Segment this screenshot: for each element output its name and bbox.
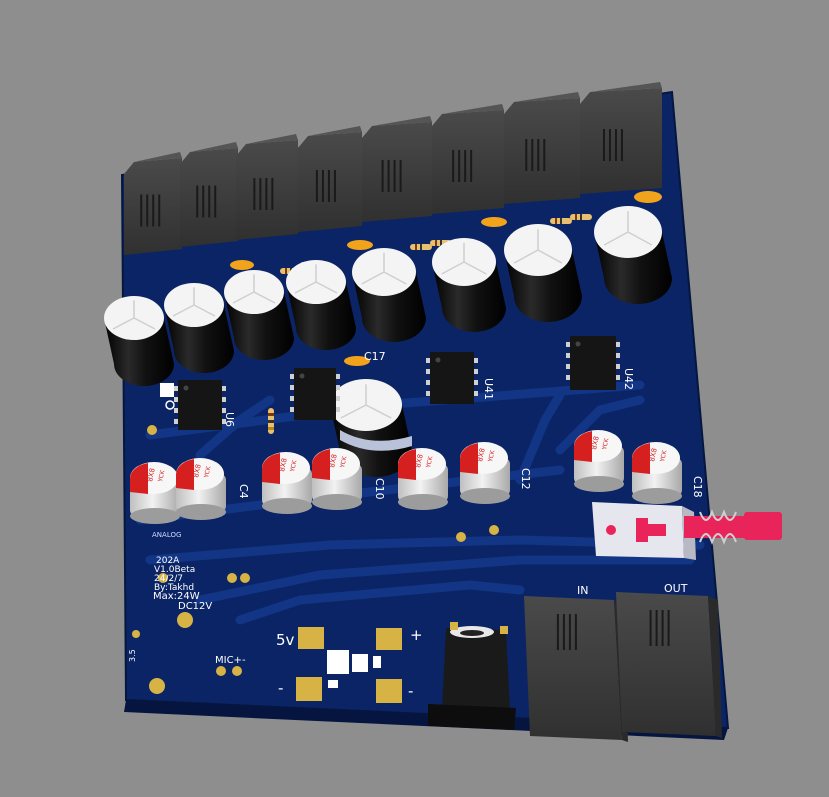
dip8-chip-icon [426,352,478,404]
electrolytic-capacitor-icon [504,224,582,322]
dc-jack-icon [428,622,516,730]
smd-cap-label: 8X8 [192,463,203,478]
label-u42: U42 [622,368,635,390]
version-line-1: 202A [156,556,180,566]
label-c4: C4 [237,484,250,499]
label-minus-b: - [408,682,413,700]
max-power-label: Max:24W [153,591,200,602]
rj45-jack-icon [362,116,432,222]
label-out: OUT [664,582,688,595]
electrolytic-capacitor-icon [164,283,234,373]
smd-cap-label: 8X8 [476,447,487,462]
label-5v: 5v [276,631,295,649]
label-in: IN [577,584,588,597]
electrolytic-capacitor-icon [286,260,356,350]
electrolytic-capacitor-icon [594,206,672,304]
dip8-chip-icon [290,368,340,420]
smd-cap-label: 8X8 [146,467,157,482]
rj45-jack-icon [180,142,238,247]
electrolytic-capacitor-icon [432,238,506,332]
component-labels: U6 U41 U42 C4 C10 C12 C17 C18 IN OUT MIC… [128,350,704,700]
smd-cap-brand: YCK [289,459,299,474]
smd-cap-brand: YCK [339,455,349,470]
smd-cap-brand: YCK [487,449,497,464]
label-minus-a: - [278,679,283,697]
power-module [296,627,402,703]
rj45-connector-row [124,82,662,255]
label-c18: C18 [691,476,704,498]
label-u6: U6 [223,412,236,427]
label-c10: C10 [373,478,386,500]
label-plus-a: + [410,626,423,644]
version-line-4: By:Takhd [154,583,194,593]
dip8-chips [174,336,620,430]
label-side-mark: 3.5 [128,649,137,662]
rj45-jack-icon [504,92,580,204]
smd-cap-brand: YCK [203,465,213,480]
electrolytic-capacitor-icon [224,270,294,360]
version-line-2: V1.0Beta [154,565,195,575]
label-c17: C17 [364,350,386,363]
label-c12: C12 [519,468,532,490]
axial-resistor [268,408,274,434]
rj45-jack-icon [616,592,722,738]
rj45-jack-icon [524,596,628,742]
rj45-jack-icon [580,82,662,194]
smd-cap-brand: YCK [601,437,611,452]
smd-cap-label: 8X8 [648,447,659,462]
dc-input-label: DC12V [178,601,212,612]
ceramic-caps [230,191,662,366]
rj45-jack-icon [236,134,298,240]
silkscreen-markings: ANALOG [152,383,181,539]
smd-cap-brand: YCK [157,469,167,484]
version-block: 202A V1.0Beta 24/2/7 By:Takhd Max:24W DC… [153,556,212,612]
smd-cap-label: 8X8 [414,453,425,468]
rj45-jack-icon [298,126,362,232]
smd-cap-brand: YCK [659,449,669,464]
smd-cap-brand: YCK [425,455,435,470]
electrolytic-capacitor-icon [104,296,174,386]
smd-cap-label: 8X8 [278,457,289,472]
smd-cap-label: 8X8 [328,453,339,468]
label-u41: U41 [482,378,495,400]
label-mic: MIC+- [215,655,246,666]
rj45-jack-icon [124,152,182,255]
rj45-jack-icon [432,104,504,214]
smd-cap-label: 8X8 [590,435,601,450]
via-holes [132,346,499,694]
svg-text:ANALOG: ANALOG [152,531,181,539]
dip8-chip-icon [174,380,226,430]
dip8-chip-icon [566,336,620,390]
electrolytic-capacitor-icon [352,248,426,342]
version-line-3: 24/2/7 [154,574,183,584]
in-out-connectors [524,592,722,742]
push-switch-icon[interactable] [592,502,782,560]
